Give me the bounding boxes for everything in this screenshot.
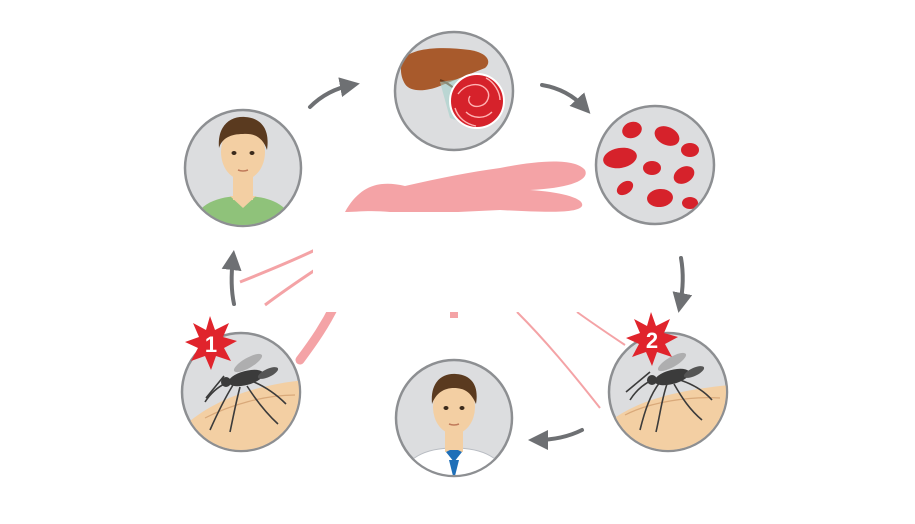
blank-center-patch <box>313 212 603 312</box>
node-mosquito-bite-2: 2 <box>607 312 729 453</box>
badge-star-2: 2 <box>626 312 678 366</box>
badge-star-1: 1 <box>185 316 237 370</box>
node-new-host <box>394 358 514 478</box>
node-infected-person <box>183 108 303 228</box>
arrow-blood-to-mosquito2 <box>672 256 693 313</box>
node-blood-stage <box>594 104 716 226</box>
arrow-mosquito2-to-newhost <box>528 428 584 450</box>
badge-number-1: 1 <box>205 332 217 357</box>
arrow-mosquito1-to-person <box>221 250 242 306</box>
arrow-person-to-liver <box>308 77 360 109</box>
badge-number-2: 2 <box>646 328 658 353</box>
node-liver-stage <box>393 30 515 152</box>
arrow-liver-to-blood <box>540 83 591 114</box>
red-blood-cells-icon <box>603 121 699 209</box>
liver-with-infected-cells-icon <box>400 48 505 129</box>
cycle-arrows <box>221 77 693 450</box>
node-mosquito-bite-1: 1 <box>180 316 302 453</box>
